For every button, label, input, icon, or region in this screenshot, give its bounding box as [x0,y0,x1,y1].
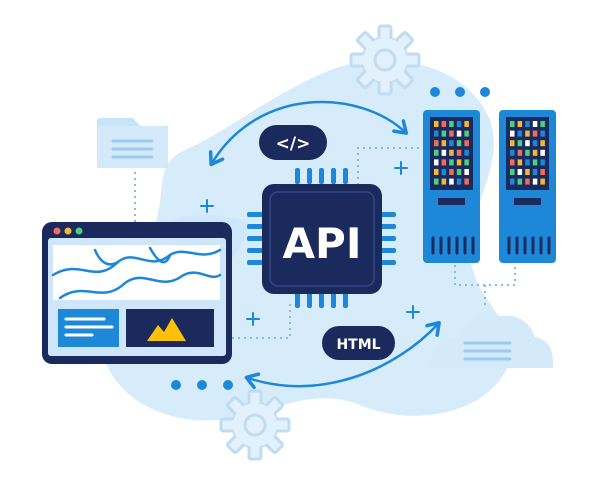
server-led [449,169,454,175]
server-led [517,140,523,147]
browser-window-icon [42,222,232,364]
server-led [464,121,469,127]
server-led [434,178,439,185]
server-led [449,130,454,137]
server-led [456,121,462,127]
gear-icon [349,24,421,96]
server-led [540,178,545,185]
server-led [540,121,545,127]
server-led [525,159,530,166]
server-led [540,159,545,166]
server-led [540,149,545,156]
server-led [434,159,439,166]
curved-arrow-bottom [244,320,441,390]
code-icon: </> [276,134,311,154]
server-led [456,130,462,137]
folder-icon [97,118,168,168]
server-led [434,130,439,137]
gear-icon [219,389,291,461]
server-led [441,130,447,137]
server-led [441,159,447,166]
server-led [517,169,523,175]
server-led [517,178,523,185]
server-led [532,130,538,137]
curved-arrow-top [208,100,409,167]
server-led [456,169,462,175]
server-led [441,169,447,175]
plus-icon [200,161,420,326]
server-led [540,169,545,175]
server-led [456,178,462,185]
image-icon [126,309,214,347]
server-led [517,159,523,166]
server-led [441,121,447,127]
dots-bottom [171,380,233,390]
server-led [434,121,439,127]
server-led [517,121,523,127]
wave-graphic [51,245,222,300]
server-icon [423,110,480,263]
server-led [449,159,454,166]
server-led [464,149,469,156]
server-led [517,149,523,156]
dots-top [430,87,490,97]
server-icon [499,110,556,263]
server-led [532,159,538,166]
server-led [525,121,530,127]
server-led [510,149,515,156]
server-led [441,140,447,147]
server-led [464,169,469,175]
server-led [434,149,439,156]
server-led [525,149,530,156]
server-led [441,178,447,185]
server-led [449,121,454,127]
server-led [456,140,462,147]
server-led [525,169,530,175]
server-led [532,169,538,175]
server-led [540,130,545,137]
server-led [464,178,469,185]
server-led [532,140,538,147]
html-label: HTML [336,337,380,353]
server-led [464,140,469,147]
chip-icon: API [247,168,396,308]
server-led [449,149,454,156]
server-led [525,130,530,137]
server-led [510,169,515,175]
code-badge: </> [259,125,327,160]
server-led [510,121,515,127]
server-led [532,121,538,127]
server-led [532,149,538,156]
server-led [525,140,530,147]
server-led [517,130,523,137]
server-led [510,159,515,166]
server-led [510,178,515,185]
server-led [456,149,462,156]
server-led [449,178,454,185]
html-badge: HTML [322,326,395,360]
server-led [449,140,454,147]
server-led [525,178,530,185]
server-led [434,140,439,147]
chip-label: API [283,219,362,268]
server-led [464,159,469,166]
cloud-icon [430,314,554,368]
server-led [510,140,515,147]
server-led [456,159,462,166]
server-led [510,130,515,137]
server-led [532,178,538,185]
server-led [441,149,447,156]
server-led [464,130,469,137]
server-led [434,169,439,175]
server-led [540,140,545,147]
